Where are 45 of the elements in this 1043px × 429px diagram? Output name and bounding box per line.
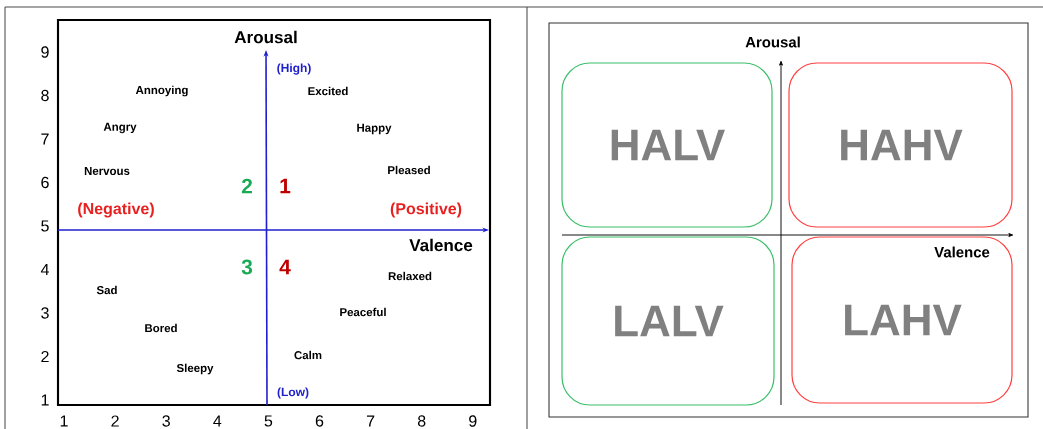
tick-label: 8 [417,415,426,427]
tick-label: 2 [41,350,49,363]
emotion-word: Peaceful [340,307,386,317]
tick-label: 8 [41,89,49,102]
axis-title: Valence [934,246,990,258]
axis-title: Valence [409,238,473,252]
quadrant-number: 4 [279,259,291,275]
emotion-word: Sleepy [176,363,214,375]
axis-title: Arousal [234,30,297,44]
axis-end-label: (Negative) [78,202,154,218]
axis-end-label: (Positive) [390,202,462,218]
quadrant-box: HALV [561,62,773,228]
tick-label: 4 [40,264,49,275]
quadrant-number: 3 [241,259,253,275]
axis-end-label: (High) [277,63,311,75]
quadrant-box: LALV [561,236,775,406]
quadrant-box: HAHV [788,62,1013,228]
tick-label: 6 [41,176,49,189]
tick-label: 5 [264,415,273,427]
tick-label: 5 [41,220,49,232]
tick-label: 9 [469,415,477,427]
tick-label: 1 [41,394,49,406]
emotion-word: Happy [357,123,392,135]
emotion-word: Excited [308,86,348,96]
tick-label: 6 [315,415,324,427]
emotion-word: Nervous [84,167,130,175]
tick-label: 4 [213,415,222,427]
axis-title: Arousal [745,36,800,48]
tick-label: 3 [162,415,170,427]
tick-label: 7 [41,133,49,145]
tick-label: 1 [60,415,68,427]
emotion-word: Angry [103,122,137,134]
emotion-word: Annoying [135,85,188,97]
emotion-word: Pleased [388,165,430,175]
emotion-word: Sad [96,285,117,295]
tick-label: 7 [366,415,375,427]
axis-end-label: (Low) [277,387,309,399]
emotion-word: Relaxed [388,271,432,281]
quadrant-number: 2 [241,178,252,194]
emotion-word: Bored [145,323,177,333]
tick-label: 3 [41,307,49,319]
tick-label: 2 [111,415,119,427]
quadrant-number: 1 [280,178,291,194]
emotion-word: Calm [294,350,322,360]
tick-label: 9 [41,46,49,58]
